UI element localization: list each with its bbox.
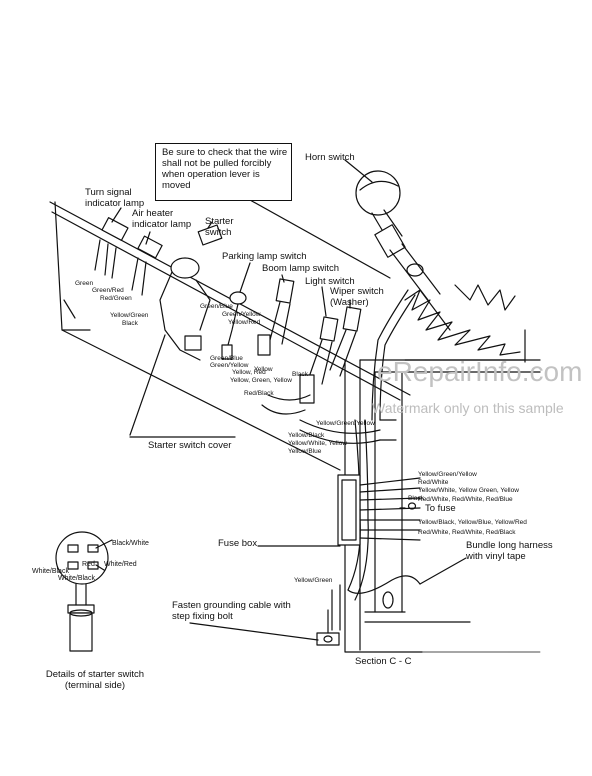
wire-label: Yellow/Red xyxy=(228,319,261,326)
panel-switches xyxy=(94,217,362,415)
note-box: Be sure to check that the wire shall not… xyxy=(155,143,292,201)
wire-label: Yellow/Blue xyxy=(288,448,322,455)
bundle-label: Bundle long harness with vinyl tape xyxy=(466,540,553,562)
wire-label: Red/White xyxy=(418,479,449,486)
section-label: Section C - C xyxy=(355,656,412,667)
air-heater-label: Air heater indicator lamp xyxy=(132,208,192,230)
fuse-box-label: Fuse box xyxy=(218,538,258,549)
terminal-label: Black/White xyxy=(112,540,149,547)
wire-label: Yellow xyxy=(254,366,273,373)
wire-label: Red/Black xyxy=(244,390,274,397)
wire-label: Yellow/Green xyxy=(294,577,333,584)
wire-label: Green/Blue xyxy=(200,303,233,310)
wiper-switch-label: Wiper switch (Washer) xyxy=(330,286,384,308)
wire-label: Green/Yellow xyxy=(222,311,261,318)
horn-switch-leader xyxy=(344,159,373,183)
wire-label: Yellow/Black, Yellow/Blue, Yellow/Red xyxy=(418,519,527,526)
terminal-label: White/Black xyxy=(58,575,95,582)
wire-label: Red/Green xyxy=(100,295,132,302)
parking-lamp-label: Parking lamp switch xyxy=(222,251,307,262)
note-leader-line xyxy=(249,199,391,279)
watermark-logo: eRepairInfo.com xyxy=(377,356,583,387)
fuse-box xyxy=(337,474,421,546)
details-label: Details of starter switch (terminal side… xyxy=(45,669,145,691)
wire-label: Green/Blue xyxy=(210,355,243,362)
wire-label: Black xyxy=(408,495,424,502)
horn-switch-label: Horn switch xyxy=(305,152,355,163)
wire-label: Black xyxy=(292,371,308,378)
operation-lever xyxy=(355,170,451,331)
grounding-point xyxy=(316,609,340,646)
wire-label: Yellow/White, Yellow xyxy=(288,440,348,447)
label-leaders xyxy=(111,207,467,585)
to-fuse-label: To fuse xyxy=(425,503,456,514)
wire-label: Green/Red xyxy=(92,287,124,294)
starter-cover-label: Starter switch cover xyxy=(148,440,232,451)
wire-label: Yellow/Green xyxy=(110,312,149,319)
boom-lamp-label: Boom lamp switch xyxy=(262,263,340,274)
turn-signal-label: Turn signal indicator lamp xyxy=(85,187,145,209)
terminal-label: Red xyxy=(82,561,95,568)
wire-label: Yellow/Green/Yellow xyxy=(316,420,375,427)
wire-label: Green/Yellow xyxy=(210,362,249,369)
wire-label: Green xyxy=(75,280,94,287)
wire-label: Black xyxy=(122,320,138,327)
starter-switch-detail xyxy=(55,531,113,652)
grounding-label: Fasten grounding cable with step fixing … xyxy=(172,600,291,622)
grounding-leader xyxy=(189,622,319,641)
wire-label: Red/White, Red/White, Red/Blue xyxy=(418,496,513,503)
horn-switch-knob xyxy=(355,170,401,216)
wire-label: Yellow/Black xyxy=(288,432,325,439)
terminal-label: White/Black xyxy=(32,568,69,575)
starter-switch-label: Starter switch xyxy=(205,216,234,238)
wire-label: Yellow, Green, Yellow xyxy=(230,377,292,384)
light-switch-label: Light switch xyxy=(305,276,355,287)
wire-label: Yellow, Red xyxy=(232,369,266,376)
note-text: Be sure to check that the wire shall not… xyxy=(162,147,288,191)
wire-label: Yellow/Green/Yellow xyxy=(418,471,477,478)
terminal-label: White/Red xyxy=(104,561,137,568)
rubber-boot xyxy=(404,284,526,363)
wire-label: Red/White, Red/White, Red/Black xyxy=(418,529,516,536)
wire-label: Yellow/White, Yellow Green, Yellow xyxy=(418,487,519,494)
watermark-text: Watermark only on this sample xyxy=(372,400,564,416)
